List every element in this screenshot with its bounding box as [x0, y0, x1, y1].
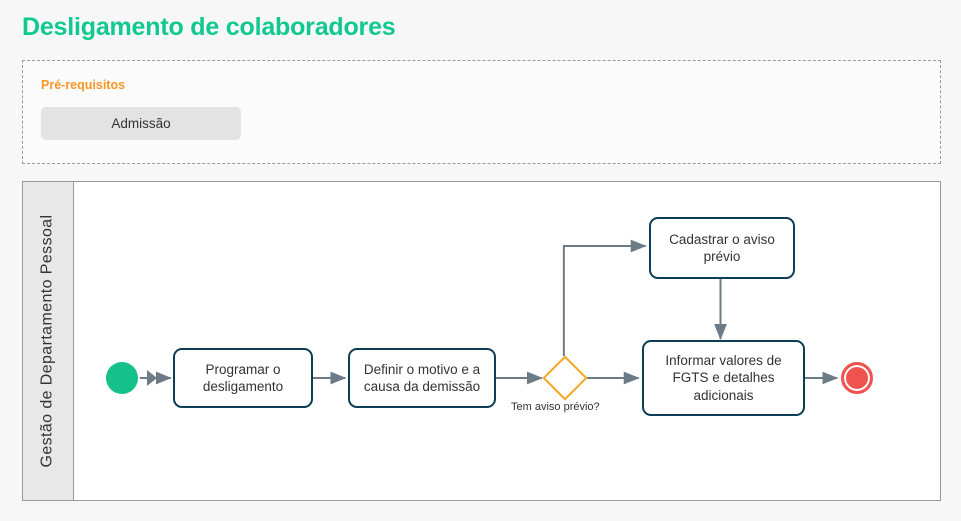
- connector-layer: [139, 239, 839, 385]
- page-title: Desligamento de colaboradores: [22, 13, 396, 41]
- task-definir-o-motivo[interactable]: Definir o motivo e a causa da demissão: [348, 348, 496, 408]
- prerequisites-label: Pré-requisitos: [41, 78, 126, 92]
- gateway-tem-aviso-previo[interactable]: [542, 355, 588, 401]
- lane-canvas: Programar o desligamento Definir o motiv…: [74, 182, 940, 500]
- task-programar-o-desligamento[interactable]: Programar o desligamento: [173, 348, 313, 408]
- connector-gateway-to-cadastrar: [562, 239, 647, 356]
- prerequisites-panel: Pré-requisitos Admissão: [22, 60, 941, 164]
- prerequisites-list: Admissão: [41, 107, 241, 140]
- process-pool: Gestão de Departamento Pessoal: [22, 181, 941, 501]
- task-informar-valores-fgts[interactable]: Informar valores de FGTS e detalhes adic…: [642, 340, 805, 416]
- end-event[interactable]: [841, 362, 873, 394]
- lane-header: Gestão de Departamento Pessoal: [23, 182, 74, 500]
- task-cadastrar-o-aviso-previo[interactable]: Cadastrar o aviso prévio: [649, 217, 795, 279]
- start-event[interactable]: [106, 362, 138, 394]
- gateway-label: Tem aviso prévio?: [511, 401, 600, 413]
- start-event-marker-icon: [147, 370, 157, 386]
- prerequisite-chip-admissao[interactable]: Admissão: [41, 107, 241, 140]
- lane-label: Gestão de Departamento Pessoal: [39, 214, 56, 468]
